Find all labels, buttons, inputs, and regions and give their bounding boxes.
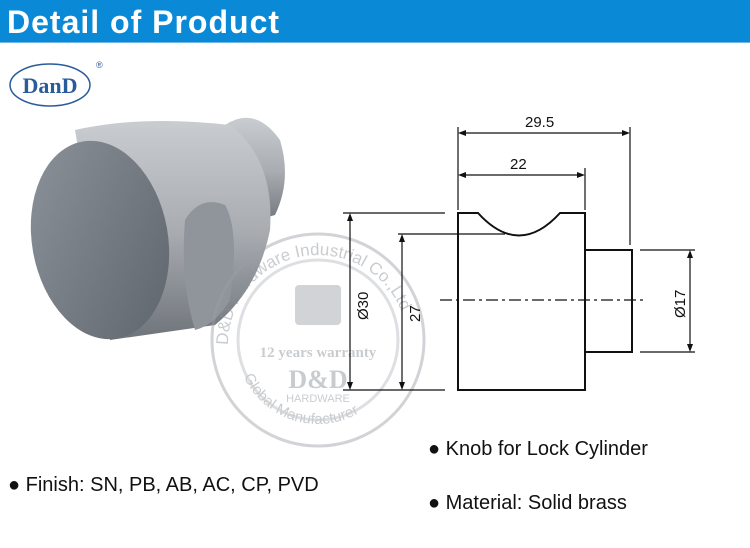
dim-body-diameter: Ø30: [355, 292, 372, 320]
svg-text:D&D: D&D: [288, 365, 347, 394]
dim-body-length: 22: [510, 156, 527, 173]
dim-overall-length: 29.5: [525, 114, 554, 131]
dim-groove-height: 27: [407, 305, 424, 322]
dim-stem-diameter: Ø17: [672, 290, 689, 318]
svg-text:HARDWARE: HARDWARE: [286, 393, 350, 405]
spec-product: ● Knob for Lock Cylinder: [428, 438, 648, 460]
page-title: Detail of Product: [7, 4, 281, 40]
dimension-arrows: [347, 130, 693, 390]
technical-drawing: [343, 127, 695, 391]
header-banner: Detail of Product: [0, 0, 750, 43]
logo-text: DanD: [22, 73, 77, 98]
spec-material: ● Material: Solid brass: [428, 492, 627, 514]
dand-logo: DanD ®: [9, 60, 103, 107]
knob-3d-render: [30, 117, 285, 340]
spec-finish: ● Finish: SN, PB, AB, AC, CP, PVD: [8, 474, 319, 496]
watermark: D&D Hardware Industrial Co.,Ltd Global M…: [210, 232, 426, 448]
svg-text:12 years warranty: 12 years warranty: [260, 345, 377, 361]
svg-text:®: ®: [96, 60, 103, 70]
